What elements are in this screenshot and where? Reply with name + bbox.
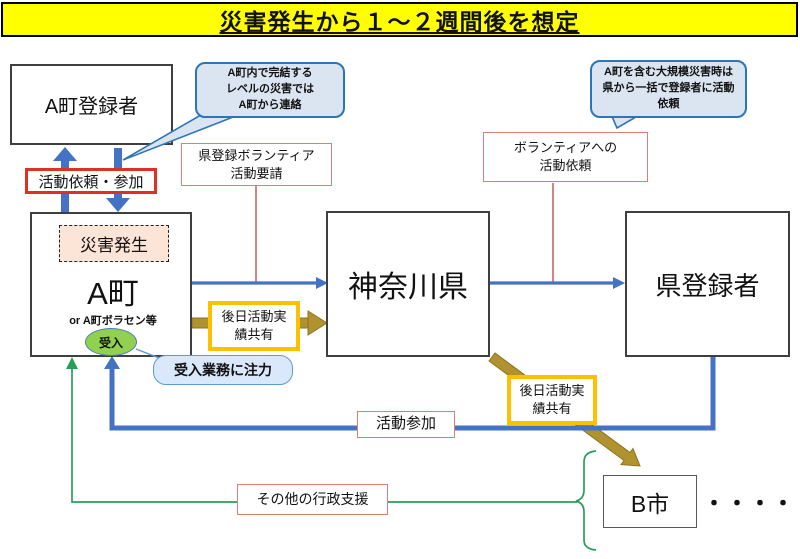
node-atown-sublabel: or A町ボラセン等 [69,315,157,327]
title-bar: 災害発生から１～２週間後を想定 [1,2,798,37]
label-katsudo-irai-sanka-text: 活動依頼・参加 [38,173,144,191]
ukeire-oval[interactable]: 受入 [85,328,137,356]
pref-note-bubble: A町を含む大規模災害時は 県から一括で登録者に活動 依頼 [590,60,747,118]
more-cities-dots: ・・・・ [703,486,796,518]
node-atown[interactable]: 災害発生 A町 or A町ボラセン等 受入 [30,212,192,357]
node-kanagawa-label: 神奈川県 [348,271,468,304]
ukeire-note-bubble-text: 受入業務に注力 [174,361,272,378]
label-ken-touroku-yousei: 県登録ボランティア 活動要請 [181,143,332,186]
green-brace [575,450,597,551]
node-bcity[interactable]: B市 [603,475,697,528]
label-jisseki-kyoyu-2: 後日活動実 績共有 [507,375,597,425]
arrow-kanagawa-to-kenregistrants-head [613,277,625,289]
more-cities-dots-text: ・・・・ [703,491,796,516]
node-atown-label-wrap: A町 [32,268,194,312]
label-ken-touroku-yousei-text: 県登録ボランティア 活動要請 [198,147,315,181]
label-jisseki-kyoyu-1: 後日活動実 績共有 [208,301,300,351]
green-path-gyousei-shien [71,368,577,503]
label-volunteer-irai-text: ボランティアへの 活動依頼 [513,140,618,173]
label-jisseki-kyoyu-2-text: 後日活動実 績共有 [519,382,585,416]
disaster-occurred-label: 災害発生 [80,236,148,255]
label-volunteer-irai: ボランティアへの 活動依頼 [483,132,648,182]
label-sonota-shien-text: その他の行政支援 [256,491,369,508]
disaster-occurred-tag: 災害発生 [59,225,169,262]
ukeire-note-bubble: 受入業務に注力 [153,355,293,385]
node-atown-label: A町 [87,275,139,311]
green-path-gyousei-shien-head [66,357,78,369]
label-katsudo-irai-sanka: 活動依頼・参加 [25,168,157,194]
local-note-bubble: A町内で完結する レベルの災害では A町から連絡 [195,62,345,118]
node-ken-registrants-label: 県登録者 [655,270,760,301]
local-note-bubble-text: A町内で完結する レベルの災害では A町から連絡 [226,67,314,111]
label-sonota-shien: その他の行政支援 [237,484,388,515]
node-atown-registrants-label: A町登録者 [44,96,139,118]
node-atown-sublabel-wrap: or A町ボラセン等 [32,312,194,328]
label-katsudo-sanka-text: 活動参加 [375,415,436,433]
node-bcity-label: B市 [630,490,670,517]
label-katsudo-sanka: 活動参加 [357,411,455,438]
blue-path-katsudo-sanka-head [104,356,120,369]
node-atown-registrants[interactable]: A町登録者 [10,64,173,145]
node-ken-registrants[interactable]: 県登録者 [625,211,790,357]
node-kanagawa[interactable]: 神奈川県 [326,211,490,357]
ukeire-oval-label: 受入 [98,335,123,350]
page-title: 災害発生から１～２週間後を想定 [219,8,580,35]
pref-note-bubble-text: A町を含む大規模災害時は 県から一括で登録者に活動 依頼 [602,66,735,110]
label-jisseki-kyoyu-1-text: 後日活動実 績共有 [221,308,287,342]
